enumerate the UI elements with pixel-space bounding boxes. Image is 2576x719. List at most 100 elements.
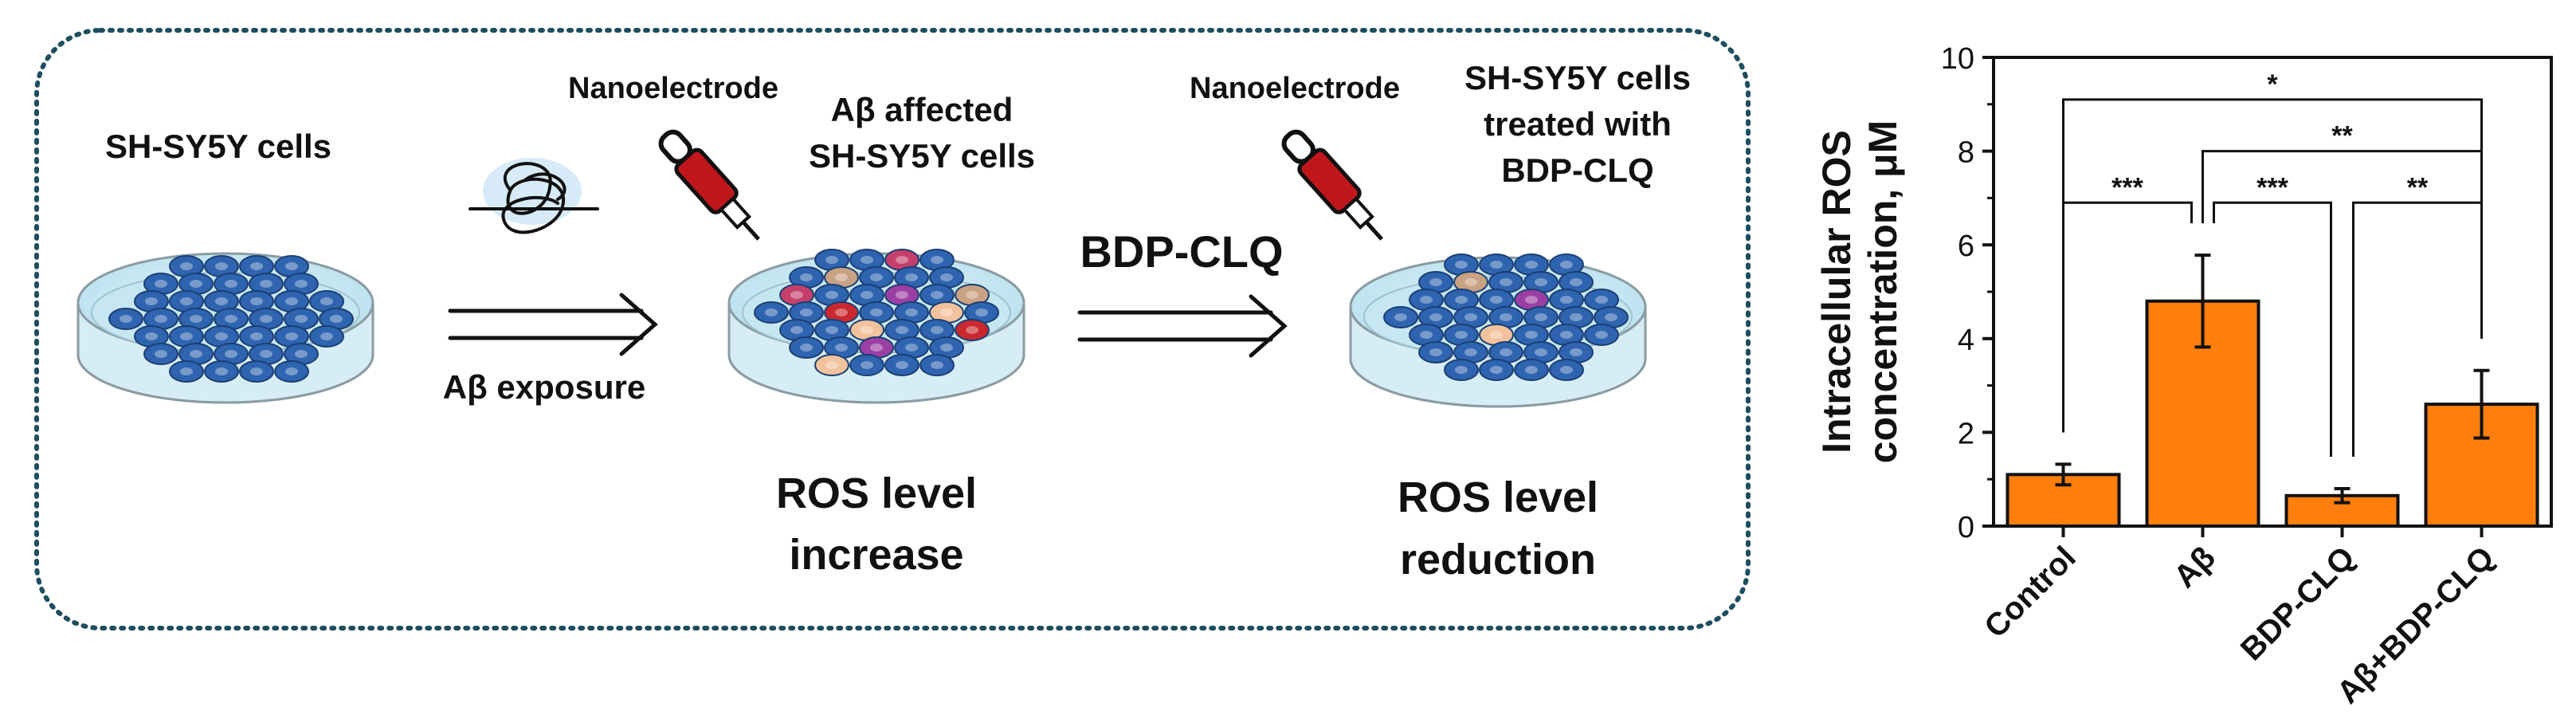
cell-nucleus-icon — [330, 315, 343, 323]
cell-nucleus-icon — [285, 297, 298, 305]
x-tick-label: Aβ — [2167, 540, 2222, 595]
cell-nucleus-icon — [180, 262, 193, 270]
treated-label-line3: BDP-CLQ — [1501, 151, 1653, 189]
cell-nucleus-icon — [896, 291, 908, 299]
significance-brackets: *********** — [2062, 69, 2483, 457]
cell-nucleus-icon — [1560, 261, 1573, 269]
x-tick-label: Control — [1978, 540, 2083, 645]
cell-icon — [143, 343, 178, 365]
cell-nucleus-icon — [260, 350, 272, 358]
nanoelectrode-label: Nanoelectrode — [1190, 72, 1400, 105]
cell-icon — [1479, 359, 1514, 381]
error-bar — [2334, 486, 2351, 505]
petri-dish-affected — [727, 249, 1025, 404]
nanoelectrode-icon — [658, 129, 760, 241]
cell-nucleus-icon — [800, 273, 813, 281]
cell-nucleus-icon — [1570, 313, 1582, 321]
cell-nucleus-icon — [940, 308, 953, 316]
cell-icon — [1383, 306, 1418, 328]
cell-nucleus-icon — [931, 291, 943, 299]
cell-nucleus-icon — [765, 308, 778, 316]
exposure-label: Aβ exposure — [443, 368, 645, 406]
cell-nucleus-icon — [155, 280, 167, 288]
cell-nucleus-icon — [835, 308, 848, 316]
cell-nucleus-icon — [1535, 278, 1547, 286]
cell-nucleus-icon — [1455, 331, 1468, 339]
cell-nucleus-icon — [180, 367, 193, 375]
cell-nucleus-icon — [861, 326, 873, 334]
cell-nucleus-icon — [1420, 331, 1433, 339]
error-bar — [2473, 368, 2490, 440]
increase-label-line2: increase — [789, 531, 963, 579]
exposure-arrow — [448, 293, 658, 356]
cell-nucleus-icon — [1535, 348, 1547, 356]
cell-nucleus-icon — [250, 262, 263, 270]
cell-nucleus-icon — [1429, 313, 1442, 321]
cell-nucleus-icon — [320, 297, 333, 305]
cell-nucleus-icon — [931, 326, 943, 334]
cell-nucleus-icon — [940, 344, 953, 352]
cell-nucleus-icon — [1490, 296, 1503, 304]
amyloid-beta-icon — [469, 158, 599, 234]
cell-icon — [814, 354, 849, 376]
y-tick-label: 6 — [1958, 230, 1974, 263]
cell-icon — [1444, 359, 1479, 381]
cell-nucleus-icon — [1525, 296, 1538, 304]
cell-nucleus-icon — [905, 273, 918, 281]
cell-icon — [169, 360, 204, 383]
cell-cluster-treated — [1383, 253, 1629, 381]
cell-nucleus-icon — [225, 350, 237, 358]
cell-nucleus-icon — [1394, 313, 1407, 321]
cell-nucleus-icon — [1535, 313, 1547, 321]
cell-nucleus-icon — [1429, 348, 1442, 356]
affected-label-line1: Aβ affected — [831, 91, 1014, 128]
cell-nucleus-icon — [1464, 313, 1477, 321]
cell-nucleus-icon — [896, 256, 908, 264]
cell-nucleus-icon — [1500, 348, 1512, 356]
cell-icon — [1514, 359, 1549, 381]
cell-icon — [754, 301, 789, 324]
cells-label: SH-SY5Y cells — [105, 128, 331, 165]
cell-nucleus-icon — [295, 315, 308, 323]
cell-nucleus-icon — [861, 256, 873, 264]
cell-nucleus-icon — [1500, 313, 1512, 321]
cell-nucleus-icon — [295, 350, 308, 358]
cell-nucleus-icon — [905, 344, 918, 352]
cell-nucleus-icon — [190, 350, 202, 358]
cell-nucleus-icon — [790, 326, 803, 334]
cell-icon — [1584, 324, 1619, 346]
cell-nucleus-icon — [120, 315, 132, 323]
cell-nucleus-icon — [1570, 348, 1582, 356]
cell-nucleus-icon — [800, 308, 813, 316]
cell-nucleus-icon — [1560, 331, 1573, 339]
cell-nucleus-icon — [1570, 278, 1582, 286]
cell-nucleus-icon — [905, 308, 918, 316]
cell-nucleus-icon — [966, 291, 978, 299]
cell-nucleus-icon — [190, 280, 202, 288]
cell-icon — [955, 319, 990, 341]
cell-nucleus-icon — [250, 332, 263, 340]
cell-icon — [309, 325, 344, 348]
cell-nucleus-icon — [931, 256, 943, 264]
cell-nucleus-icon — [260, 280, 272, 288]
cell-nucleus-icon — [155, 315, 167, 323]
cell-icon — [274, 360, 309, 383]
cell-nucleus-icon — [940, 273, 953, 281]
cell-nucleus-icon — [800, 344, 813, 352]
cell-nucleus-icon — [1525, 366, 1538, 374]
cell-nucleus-icon — [825, 361, 838, 369]
cell-nucleus-icon — [155, 350, 167, 358]
cell-nucleus-icon — [870, 344, 883, 352]
cell-icon — [239, 360, 274, 383]
cell-nucleus-icon — [825, 326, 838, 334]
error-bar — [2194, 253, 2211, 349]
nanoelectrode-icon — [1281, 129, 1383, 241]
affected-label-line2: SH-SY5Y cells — [809, 137, 1035, 175]
y-axis-label-line2: concentration, μM — [1860, 120, 1905, 464]
cell-cluster-healthy — [108, 255, 354, 383]
cell-nucleus-icon — [1420, 296, 1433, 304]
cell-nucleus-icon — [225, 315, 237, 323]
